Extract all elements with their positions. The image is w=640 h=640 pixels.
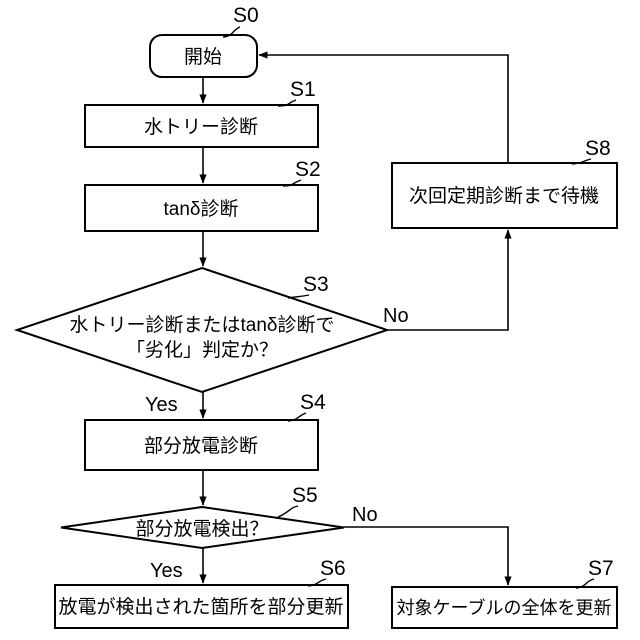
s8-step-label: S8: [585, 137, 611, 160]
node-s4-process: 部分放電診断: [84, 419, 319, 471]
s6-process-shape: [54, 584, 349, 629]
s0-leader-line: [222, 26, 241, 38]
s3-no-label: No: [383, 305, 409, 327]
s1-process-shape: [84, 104, 319, 148]
s8-leader-line: [571, 158, 592, 165]
s0-terminator-shape: [149, 34, 258, 78]
node-s7-process: 対象ケーブルの全体を更新: [391, 586, 618, 629]
s3-yes-label: Yes: [145, 394, 178, 416]
s2-step-label: S2: [295, 158, 321, 181]
s1-step-label: S1: [290, 78, 316, 101]
s3-text-line2: 「劣化」判定か？: [126, 339, 278, 361]
s1-leader-line: [277, 99, 297, 107]
node-s6-process: 放電が検出された箇所を部分更新: [54, 584, 349, 629]
s0-text: 開始: [184, 46, 222, 68]
s5-leader-line: [277, 505, 299, 518]
step-labels: S0 S1 S2 S3 S4 S5 S6 S7 S8: [222, 4, 614, 589]
s2-process-shape: [84, 184, 319, 232]
s8-text: 次回定期診断まで待機: [409, 185, 599, 207]
s2-leader-line: [282, 179, 302, 187]
edge-s8-s0: [258, 51, 509, 163]
node-s3-decision: 水トリー診断またはtanδ診断で 「劣化」判定か？: [13, 266, 391, 394]
s3-decision-shape: [13, 266, 391, 394]
s1-text: 水トリー診断: [144, 116, 258, 138]
s4-step-label: S4: [300, 391, 326, 414]
s6-step-label: S6: [320, 557, 346, 580]
s3-leader-line: [287, 294, 310, 299]
edge-s5-no-s7: [344, 526, 512, 586]
s2-text: tanδ診断: [164, 198, 239, 220]
s0-step-label: S0: [233, 4, 259, 27]
s7-process-shape: [391, 586, 618, 629]
s3-text-line1: 水トリー診断またはtanδ診断で: [70, 314, 335, 336]
edge-s3-no-s8: [387, 229, 512, 331]
node-s1-process: 水トリー診断: [84, 104, 319, 148]
s5-decision-shape: [60, 505, 345, 550]
s8-process-shape: [391, 162, 618, 229]
s4-leader-line: [287, 412, 307, 422]
s7-text: 対象ケーブルの全体を更新: [397, 597, 612, 618]
s5-text: 部分放電検出？: [135, 518, 268, 540]
s7-leader-line: [575, 578, 595, 589]
s7-step-label: S7: [588, 557, 614, 580]
edges: [199, 51, 512, 586]
s5-step-label: S5: [292, 484, 318, 507]
s6-text: 放電が検出された箇所を部分更新: [58, 596, 343, 618]
node-s5-decision: 部分放電検出？: [60, 505, 345, 550]
s6-leader-line: [307, 578, 327, 587]
branch-labels: Yes No Yes No: [145, 305, 409, 582]
s5-no-label: No: [352, 504, 378, 526]
s5-yes-label: Yes: [150, 560, 183, 582]
node-s8-process: 次回定期診断まで待機: [391, 162, 618, 229]
s4-text: 部分放電診断: [144, 435, 258, 457]
s4-process-shape: [84, 419, 319, 471]
node-s2-process: tanδ診断: [84, 184, 319, 232]
node-s0-terminator: 開始: [149, 34, 258, 78]
s3-step-label: S3: [303, 273, 329, 296]
